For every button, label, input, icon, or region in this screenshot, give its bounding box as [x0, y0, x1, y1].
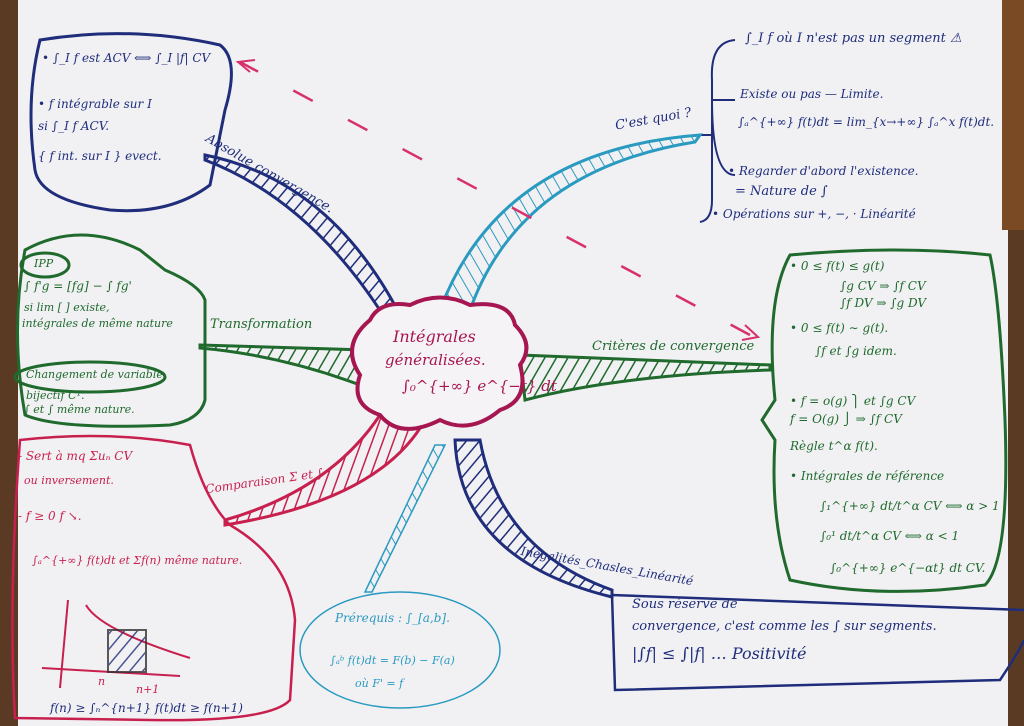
change-variable-circle [13, 360, 167, 394]
criteria-line: Règle t^α f(t). [790, 439, 878, 453]
arrowhead-right [741, 324, 761, 341]
transformation-line: Changement de variable. [26, 368, 167, 381]
criteria-line: • 0 ≤ f(t) ≤ g(t) [790, 259, 885, 273]
center-title-line1: Intégrales [393, 327, 476, 346]
prereq-line: Prérequis : ∫_[a,b]. [335, 611, 450, 625]
branch-transformation [198, 343, 367, 388]
criteria-line: • 0 ≤ f(t) ∼ g(t). [790, 321, 889, 335]
graph-label-n: n [98, 675, 106, 688]
transformation-line: si lim [ ] existe, [24, 301, 110, 314]
branch-criteria [518, 353, 772, 402]
criteria-line: ∫₀¹ dt/t^α CV ⟺ α < 1 [820, 529, 960, 543]
branch-inequalities [453, 438, 614, 599]
what-is-line: Existe ou pas — Limite. [740, 87, 884, 101]
inequalities-box-outline [610, 593, 1024, 692]
what-is-line: ∫_I f où I n'est pas un segment ⚠ [745, 31, 962, 46]
comparison-box-outline [11, 434, 297, 722]
ipp-circle [19, 251, 71, 279]
what-is-line: • Opérations sur +, −, · Linéarité [712, 207, 916, 221]
transformation-line: intégrales de même nature [22, 317, 173, 330]
prereq-box-outline [299, 591, 501, 709]
center-cloud [350, 295, 529, 431]
comparison-line: ∫ₐ^{+∞} f(t)dt et Σf(n) même nature. [32, 554, 243, 567]
graph-label-n1: n+1 [136, 683, 160, 696]
criteria-line: ∫f et ∫g idem. [815, 344, 897, 358]
criteria-line: ∫₁^{+∞} dt/t^α CV ⟺ α > 1 [820, 499, 1000, 513]
branch-comparison [223, 413, 428, 527]
transformation-line: IPP [34, 257, 54, 270]
criteria-line: • Intégrales de référence [790, 469, 945, 483]
absolute-line: { f int. sur I } evect. [38, 149, 162, 163]
prereq-line: ∫ₐᵇ f(t)dt = F(b) − F(a) [330, 654, 455, 667]
transformation-line: bijectif C¹. [26, 389, 85, 402]
absolute-line: si ∫_I f ACV. [38, 119, 110, 133]
criteria-line: ∫₀^{+∞} e^{−αt} dt CV. [830, 561, 986, 575]
what-is-line: ∫ₐ^{+∞} f(t)dt = lim_{x→+∞} ∫ₐ^x f(t)dt. [738, 115, 995, 129]
comparison-line: f(n) ≥ ∫ₙ^{n+1} f(t)dt ≥ f(n+1) [50, 701, 243, 715]
inequalities-line: convergence, c'est comme les ∫ sur segme… [632, 619, 937, 634]
transformation-line: ∫ f'g = [fg] − ∫ fg' [24, 279, 132, 293]
branch-what-is [437, 133, 704, 312]
branch-prereq [363, 444, 447, 593]
inequalities-line: |∫f| ≤ ∫|f| … Positivité [632, 644, 807, 663]
center-title-line2: généralisées. [385, 351, 486, 369]
sum-integral-graph [41, 599, 191, 689]
comparison-line: - Sert à mq Σuₙ CV [18, 449, 133, 463]
center-formula: ∫₀^{+∞} e^{−t} dt [402, 377, 557, 395]
branch-label-transformation: Transformation [210, 317, 313, 332]
transformation-box-outline [16, 233, 207, 428]
criteria-line: • f = o(g) ⎫ et ∫g CV [790, 394, 916, 408]
what-is-line: = Nature de ∫ [735, 184, 828, 199]
criteria-line: ∫f DV ⇒ ∫g DV [840, 296, 927, 310]
what-is-bracket [699, 39, 736, 223]
comparison-line: ou inversement. [24, 474, 114, 487]
branch-label-criteria: Critères de convergence [592, 339, 755, 354]
comparison-line: - f ≥ 0 f ↘. [18, 509, 82, 523]
criteria-line: f = O(g) ⎭ ⇒ ∫f CV [790, 412, 902, 426]
transformation-line: ∫ et ∫ même nature. [24, 403, 135, 416]
absolute-box-outline [29, 32, 233, 213]
criteria-box-outline [760, 248, 1008, 593]
prereq-line: où F' = f [355, 677, 404, 690]
wood-table-edge [1002, 0, 1024, 230]
absolute-line: • f intégrable sur I [38, 97, 152, 111]
what-is-line: • Regarder d'abord l'existence. [728, 164, 919, 178]
arrowhead-left [235, 59, 256, 73]
criteria-line: ∫g CV ⇒ ∫f CV [840, 279, 926, 293]
inequalities-line: Sous réserve de [632, 597, 738, 612]
absolute-line: • ∫_I f est ACV ⟺ ∫_I |f| CV [42, 51, 211, 65]
branch-absolute [203, 153, 403, 320]
